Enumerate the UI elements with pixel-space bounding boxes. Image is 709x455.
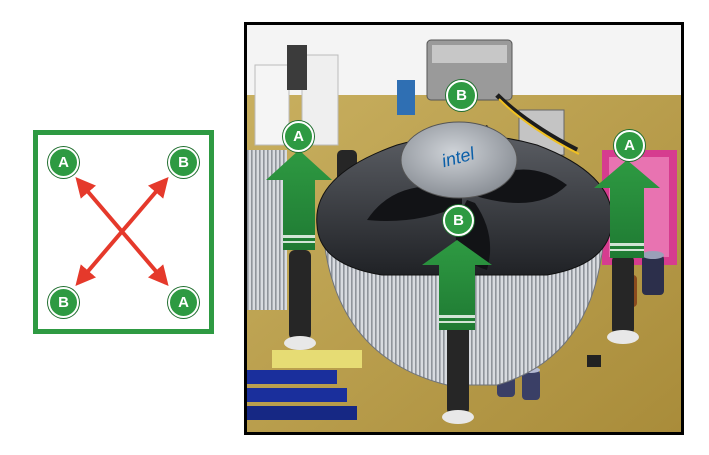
arrow-center-b [422,240,492,330]
dimm-slot [247,370,337,384]
fastening-order-diagram: A B B A [33,130,214,334]
label-a-bottom-right: A [168,287,199,318]
arrow-right-a [594,160,660,258]
cpu-cooler-photo: intel B A A B [244,22,684,435]
arrow-b-to-b [75,176,169,287]
cooler-illustration: intel [247,25,681,432]
diagonal-arrows [75,176,169,287]
fan-hub [400,121,518,199]
label-b-top: B [446,80,477,111]
label-a-left: A [283,121,314,152]
label-a-right: A [614,130,645,161]
push-pin-right [612,255,634,335]
push-pin-front [447,325,469,415]
io-port [287,45,307,90]
push-pin-left [289,250,311,340]
label-b-center: B [443,205,474,236]
arrow-left-a [266,150,332,250]
label-b-top-right: B [168,147,199,178]
label-b-bottom-left: B [48,287,79,318]
label-a-top-left: A [48,147,79,178]
